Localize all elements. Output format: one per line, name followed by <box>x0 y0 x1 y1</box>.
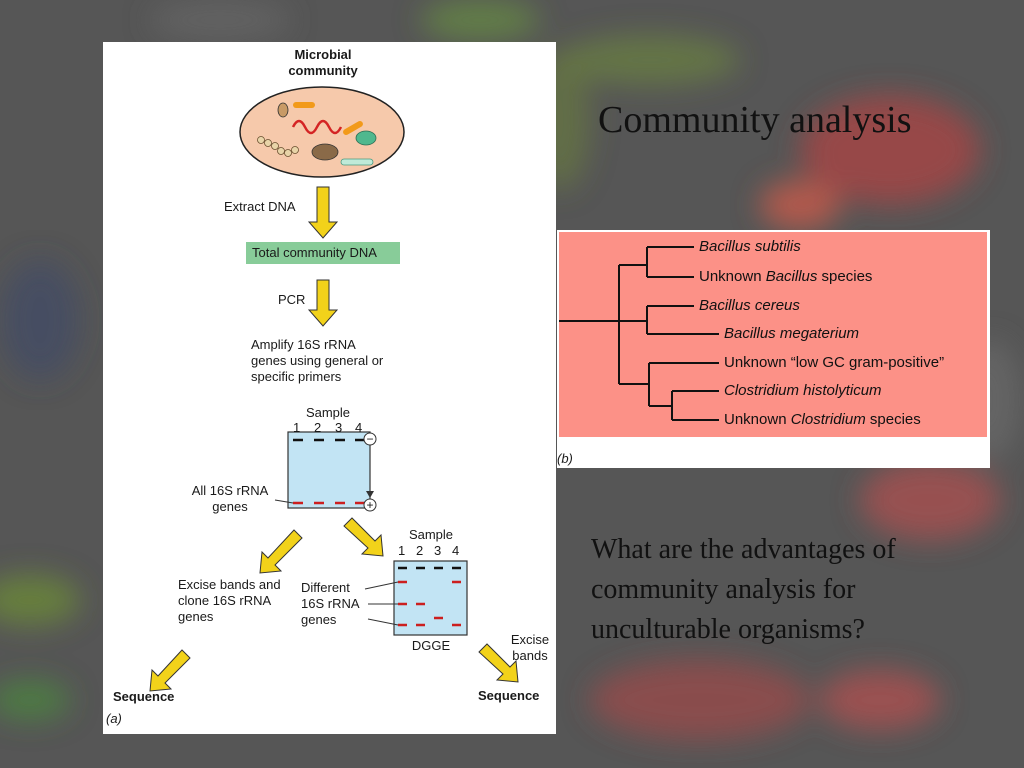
microbe-coccus <box>277 102 289 118</box>
microbe-rod-orange <box>293 102 315 108</box>
all-genes-label: All 16S rRNA genes <box>191 483 269 514</box>
panel-a-figure: Microbial community Extract DNA Total co… <box>103 42 556 734</box>
excise-clone-label: Excise bands and clone 16S rRNA genes <box>178 577 281 624</box>
panel-b-letter: (b) <box>557 451 573 466</box>
minus-symbol: − <box>366 432 374 446</box>
gel-dgge <box>393 560 468 636</box>
slide-title: Community analysis <box>598 99 912 141</box>
dgge-lane-3: 3 <box>434 543 442 558</box>
gel-dgge-bands <box>398 580 461 627</box>
taxon-label: Bacillus cereus <box>699 297 800 314</box>
gel-lane-4: 4 <box>355 420 363 435</box>
all-genes-pointer <box>274 499 294 504</box>
arrow-to-clone <box>259 529 303 574</box>
pcr-label: PCR <box>278 292 306 307</box>
microbe-rod-orange-2 <box>343 121 363 135</box>
dgge-label: DGGE <box>411 638 451 653</box>
microbe-spirochete <box>291 119 343 135</box>
taxon-label: Unknown Clostridium species <box>724 411 921 428</box>
microbe-green-oval <box>355 130 377 146</box>
arrow-sequence-right <box>478 643 519 683</box>
phylogenetic-tree <box>559 246 719 421</box>
arrow-to-dgge <box>343 517 384 557</box>
plus-symbol: + <box>366 498 374 512</box>
dgge-sample-label: Sample <box>408 527 454 542</box>
panel-b-figure: Bacillus subtilis Unknown Bacillus speci… <box>557 230 990 468</box>
sequence-left-label: Sequence <box>113 689 175 704</box>
extract-dna-label: Extract DNA <box>224 199 296 214</box>
gel-sample-label: Sample <box>305 405 351 420</box>
microbe-brown-oval <box>311 143 339 161</box>
tree-background <box>559 232 987 437</box>
arrow-extract-dna <box>307 186 339 239</box>
gel-sample <box>287 431 371 509</box>
total-dna-box: Total community DNA <box>246 242 400 264</box>
minus-electrode-icon <box>363 432 377 446</box>
taxon-label: Unknown Bacillus species <box>699 268 873 285</box>
arrow-pcr <box>307 279 339 327</box>
taxon-label: Unknown “low GC gram-positive” <box>724 354 945 371</box>
amplify-label: Amplify 16S rRNA genes using general or … <box>251 337 384 384</box>
microbe-rod-pale <box>340 158 374 166</box>
panel-a-graphics <box>149 86 519 692</box>
taxon-label: Clostridium histolyticum <box>724 382 882 399</box>
different-genes-pointers <box>364 581 399 626</box>
taxon-label: Bacillus subtilis <box>699 238 801 255</box>
dgge-lane-1: 1 <box>398 543 406 558</box>
different-genes-label: Different 16S rRNA genes <box>301 580 359 627</box>
sequence-right-label: Sequence <box>478 688 540 703</box>
arrow-sequence-left <box>149 649 191 692</box>
taxon-label: Bacillus megaterium <box>724 325 860 342</box>
dgge-lane-4: 4 <box>452 543 460 558</box>
panel-a-letter: (a) <box>106 711 122 726</box>
microbe-chain <box>257 136 299 157</box>
discussion-question: What are the advantages of community ana… <box>591 534 896 645</box>
gel-lane-3: 3 <box>335 420 343 435</box>
gel-lane-2: 2 <box>314 420 322 435</box>
excise-bands-label: Excise bands <box>510 632 550 663</box>
plus-electrode-icon <box>363 498 377 512</box>
microbial-community-label: Microbial community <box>288 47 358 78</box>
dgge-lane-2: 2 <box>416 543 424 558</box>
total-dna-label: Total community DNA <box>252 245 377 260</box>
gel-lane-1: 1 <box>293 420 301 435</box>
microbial-community-dish <box>239 86 405 178</box>
